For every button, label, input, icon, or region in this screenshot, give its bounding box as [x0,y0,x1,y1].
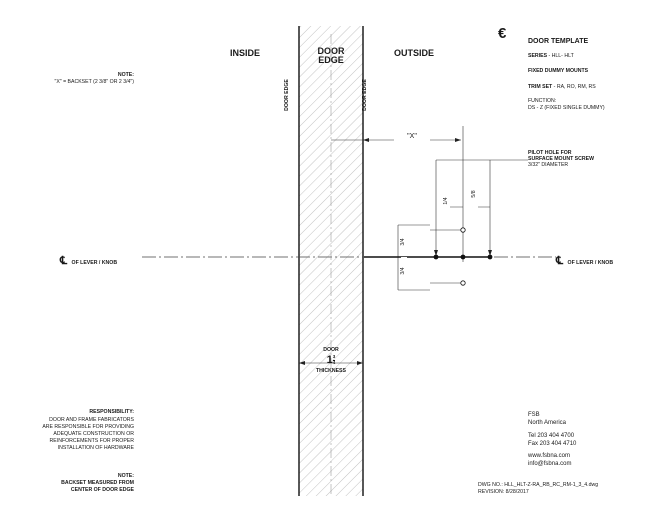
dimension-fraction-4: 3/4 [400,256,407,285]
door-edge-heading-line-2: EDGE [318,55,344,65]
thickness-arrow-left [299,361,305,365]
centerline-text: OF LEVER / KNOB [71,260,118,266]
thickness-whole: 1 [326,354,333,366]
mount-hole-upper [460,227,466,233]
dimension-fraction-2: 5/8 [471,179,478,208]
thickness-arrow-right [357,361,363,365]
responsibility-line: DOOR AND FRAME FABRICATORS [49,417,134,423]
responsibility-line: INSTALLATION OF HARDWARE [57,445,134,451]
thickness-label-bottom: THICKNESS [316,368,346,374]
pilot-arrow-right [488,250,492,256]
company-tel: Tel 203 404 4700 [528,433,575,439]
function-value: DS - Z (FIXED SINGLE DUMMY) [528,105,605,111]
centerline-symbol: ℄ [60,255,68,267]
screw-hole [433,254,439,260]
thickness-numerator: 3 [332,354,336,361]
centerline-text: OF LEVER / KNOB [567,260,614,266]
spindle-hole [460,254,466,260]
door-edge-heading-line-1: DOOR [317,46,345,56]
centerline-label-right: ℄ OF LEVER / KNOB [556,251,613,269]
series-label: SERIES [528,53,548,59]
centerline-symbol: ℄ [556,255,564,267]
template-title: DOOR TEMPLATE [528,38,589,45]
trim-line: TRIM SET - RA, RO, RM, RS [528,84,596,91]
thickness-label-top: DOOR [323,347,339,353]
company-region: North America [528,420,567,426]
inside-heading: INSIDE [230,48,261,58]
note-bottom-label: NOTE: [117,473,134,479]
trim-label: TRIM SET [528,84,553,90]
thickness-denominator: 4 [332,359,336,365]
company-email: info@fsbna.com [528,461,572,467]
backset-arrow-left [363,138,369,142]
centerline-label-left: ℄ OF LEVER / KNOB [60,251,117,269]
series-value: - HLL- HLT [548,53,574,59]
company-name: FSB [528,412,540,418]
pilot-line-2: SURFACE MOUNT SCREW [528,156,594,162]
note-top-label: NOTE: [117,72,134,78]
outside-heading: OUTSIDE [394,48,435,58]
series-line: SERIES - HLL- HLT [528,53,574,60]
drawing-revision: REVISION: 8/28/2017 [478,489,529,495]
dimension-fraction-1: 1/4 [443,186,450,215]
company-fax: Fax 203 404 4710 [528,441,577,447]
dimension-fraction-3: 3/4 [400,227,407,256]
responsibility-title: RESPONSIBILITY: [89,409,134,415]
note-bottom-line-2: CENTER OF DOOR EDGE [70,487,134,493]
mount-hole-lower [460,280,466,286]
company-web: www.fsbna.com [528,453,571,459]
pilot-line-3: 3/32" DIAMETER [528,162,569,168]
door-edge-label-outside: DOOR EDGE [362,79,369,111]
door-edge-label-inside: DOOR EDGE [284,79,291,111]
mount-type: FIXED DUMMY MOUNTS [528,68,589,74]
responsibility-line: ARE RESPONSIBLE FOR PROVIDING [42,424,134,430]
function-label: FUNCTION: [528,98,557,104]
fsb-logo: € [498,25,507,42]
backset-label: "X" [394,133,430,142]
pilot-arrow-left [434,250,438,256]
pilot-line-1: PILOT HOLE FOR [528,150,572,156]
trim-value: - RA, RO, RM, RS [553,84,596,90]
note-top-text: "X" = BACKSET (2 3/8" OR 2 3/4") [54,79,135,85]
screw-hole [487,254,493,260]
responsibility-line: REINFORCEMENTS FOR PROPER [49,438,134,444]
backset-arrow-right [455,138,461,142]
note-bottom-line-1: BACKSET MEASURED FROM [61,480,134,486]
drawing-number: DWG NO.: HLL_HLT-Z-RA_RB_RC_RM-1_3_4.dwg [478,482,599,488]
responsibility-line: ADEQUATE CONSTRUCTION OR [53,431,134,437]
